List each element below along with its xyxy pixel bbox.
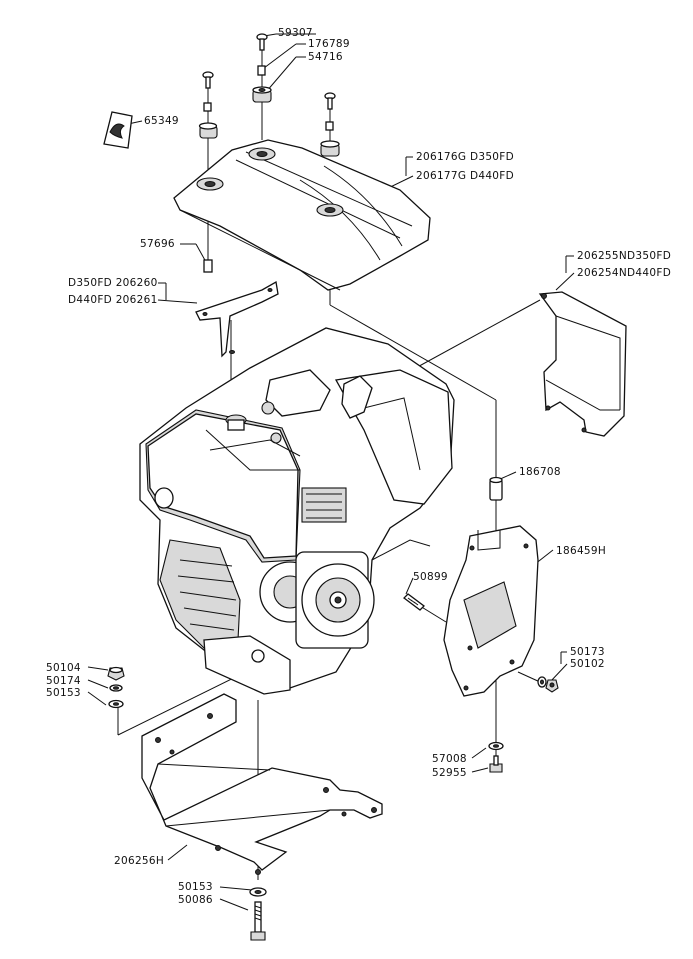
label-52955: 52955 (432, 767, 467, 779)
label-206176g: 206176G D350FD (416, 151, 515, 163)
label-206254n: 206254ND440FD (577, 267, 672, 279)
bolt-57696 (203, 259, 213, 273)
nut-50102 (545, 679, 559, 693)
label-59307: 59307 (278, 27, 313, 39)
label-50153-bottom: 50153 (178, 881, 213, 893)
top-cover (173, 139, 431, 291)
label-206255n: 206255ND350FD (577, 250, 672, 262)
washer-50174 (109, 684, 123, 692)
base-plate-206256H (141, 693, 383, 875)
label-50104: 50104 (46, 662, 81, 674)
bracket-186459H (443, 525, 539, 697)
side-cover-206255N (538, 291, 627, 437)
label-206256h: 206256H (114, 855, 165, 867)
washer-57008 (488, 741, 504, 751)
label-206177g: 206177G D440FD (416, 170, 515, 182)
bracket-206260 (195, 280, 279, 358)
bolt-50899 (403, 593, 425, 611)
label-50086: 50086 (178, 894, 213, 906)
label-50173: 50173 (570, 646, 605, 658)
spacer-186708 (489, 476, 503, 501)
washer-50173 (537, 676, 547, 688)
label-186459h: 186459H (556, 545, 607, 557)
spacer-176789 (257, 65, 266, 76)
label-50899: 50899 (413, 571, 448, 583)
label-186708: 186708 (519, 466, 561, 478)
label-50153-left: 50153 (46, 687, 81, 699)
label-65349: 65349 (144, 115, 179, 127)
label-54716: 54716 (308, 51, 343, 63)
washer-50153-bottom (249, 887, 267, 897)
grommet-54716 (252, 86, 272, 103)
label-50102: 50102 (570, 658, 605, 670)
washer-50153-left (108, 699, 124, 709)
screw-left (198, 71, 218, 139)
badge-65349 (103, 111, 133, 149)
engine (139, 327, 455, 695)
bolt-50086 (250, 901, 266, 941)
top-screw-59307 (256, 33, 268, 51)
bolt-52955 (489, 755, 503, 773)
label-206260: D350FD 206260 (68, 277, 158, 289)
label-206261: D440FD 206261 (68, 294, 158, 306)
nut-50104 (107, 666, 125, 681)
label-176789: 176789 (308, 38, 350, 50)
label-57008: 57008 (432, 753, 467, 765)
screw-right (320, 92, 340, 157)
label-50174: 50174 (46, 675, 81, 687)
label-57696: 57696 (140, 238, 175, 250)
